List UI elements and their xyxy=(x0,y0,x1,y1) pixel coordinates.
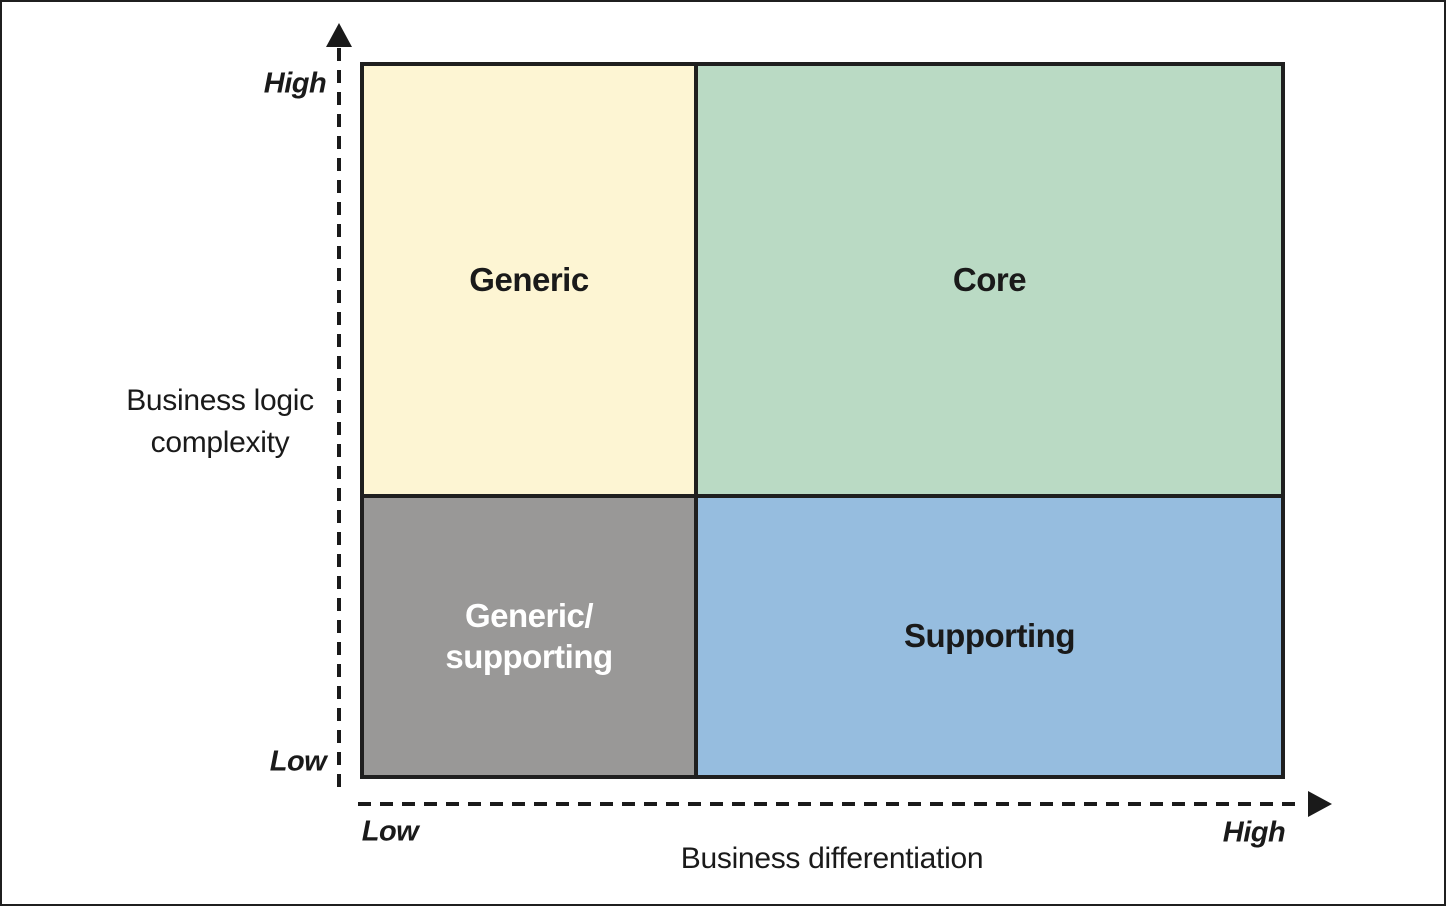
quadrant-supporting-label: Supporting xyxy=(904,617,1075,655)
quadrant-generic-supporting: Generic/ supporting xyxy=(364,498,694,775)
y-axis-title: Business logic complexity xyxy=(126,380,314,464)
quadrant-core-label: Core xyxy=(952,260,1027,298)
quadrant-core: Core xyxy=(698,66,1281,494)
quadrant-generic-supporting-label-line1: Generic/ xyxy=(464,597,594,635)
quadrant-generic-supporting-label: Generic/ supporting xyxy=(445,596,613,677)
x-axis-dashed-line xyxy=(358,802,1304,806)
quadrant-matrix: Generic Core Generic/ supporting Support… xyxy=(360,62,1285,779)
x-axis-high-label: High xyxy=(1222,816,1286,849)
y-axis-dashed-line xyxy=(337,48,341,792)
x-axis-low-label: Low xyxy=(361,815,419,848)
y-axis-up-arrow-icon xyxy=(326,23,352,47)
quadrant-generic: Generic xyxy=(364,66,694,494)
quadrant-generic-label: Generic xyxy=(469,260,589,298)
quadrant-generic-supporting-label-line2: supporting xyxy=(445,637,613,675)
x-axis-right-arrow-icon xyxy=(1308,791,1332,817)
y-axis-low-label: Low xyxy=(269,745,327,778)
quadrant-supporting: Supporting xyxy=(698,498,1281,775)
y-axis-title-line1: Business logic xyxy=(126,384,314,417)
y-axis-high-label: High xyxy=(263,67,327,100)
x-axis-title: Business differentiation xyxy=(680,842,984,875)
y-axis-title-line2: complexity xyxy=(150,426,290,459)
